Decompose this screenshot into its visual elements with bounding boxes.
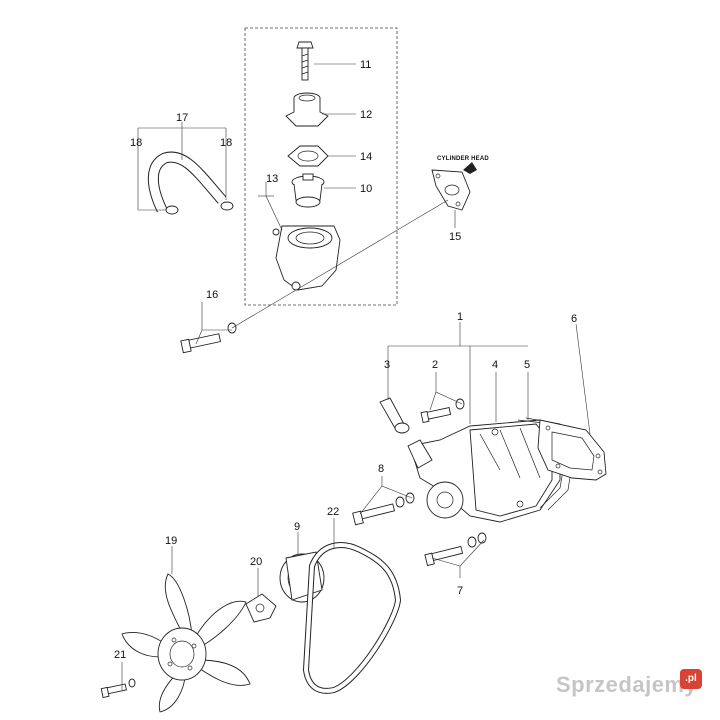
part-3-bypass-fitting bbox=[379, 397, 410, 434]
callout-21: 21 bbox=[114, 649, 126, 661]
callout-15: 15 bbox=[449, 231, 461, 243]
watermark-text: Sprzedajemy bbox=[556, 672, 698, 697]
part-19-fan bbox=[121, 573, 251, 713]
callout-10: 10 bbox=[360, 183, 372, 195]
part-18-clamps bbox=[165, 201, 234, 215]
part-20-spacer bbox=[245, 593, 277, 623]
part-22-v-belt bbox=[302, 542, 402, 694]
callout-3: 3 bbox=[384, 359, 390, 371]
callout-2: 2 bbox=[432, 359, 438, 371]
callout-18-left: 18 bbox=[130, 137, 142, 149]
cylinder-head-tag: CYLINDER HEAD bbox=[437, 156, 489, 162]
part-16-bolt bbox=[180, 322, 237, 354]
callout-5: 5 bbox=[524, 359, 530, 371]
callout-19: 19 bbox=[165, 535, 177, 547]
callout-8: 8 bbox=[378, 463, 384, 475]
callout-18-right: 18 bbox=[220, 137, 232, 149]
callout-6: 6 bbox=[571, 313, 577, 325]
callout-20: 20 bbox=[250, 556, 262, 568]
part-7-bolt bbox=[424, 532, 487, 567]
part-2-bolt bbox=[420, 398, 465, 424]
part-11-bolt bbox=[296, 41, 314, 81]
callout-22: 22 bbox=[327, 506, 339, 518]
callout-16: 16 bbox=[206, 289, 218, 301]
part-8-bolt bbox=[352, 492, 415, 526]
callout-12: 12 bbox=[360, 109, 372, 121]
part-10-thermostat bbox=[291, 173, 325, 208]
part-6-back-gasket bbox=[537, 419, 607, 481]
callout-11: 11 bbox=[360, 59, 371, 71]
leader-lines bbox=[121, 63, 591, 690]
direction-arrow bbox=[463, 162, 477, 174]
part-13-thermostat-housing bbox=[272, 225, 341, 291]
part-1-water-pump-body bbox=[407, 419, 561, 523]
part-17-hose bbox=[147, 151, 227, 213]
watermark-badge: .pl bbox=[680, 669, 702, 689]
part-15-cylinder-head-gasket bbox=[431, 169, 471, 211]
callout-14: 14 bbox=[360, 151, 372, 163]
part-14-gasket bbox=[287, 145, 329, 167]
callout-13: 13 bbox=[266, 173, 278, 185]
callout-7: 7 bbox=[457, 585, 463, 597]
part-21-bolt bbox=[100, 678, 136, 699]
callout-4: 4 bbox=[492, 359, 498, 371]
thermostat-group-frame bbox=[244, 27, 398, 306]
callout-9: 9 bbox=[294, 521, 300, 533]
callout-17: 17 bbox=[176, 112, 188, 124]
callout-1: 1 bbox=[457, 311, 463, 323]
part-12-thermostat-cover bbox=[285, 92, 329, 127]
